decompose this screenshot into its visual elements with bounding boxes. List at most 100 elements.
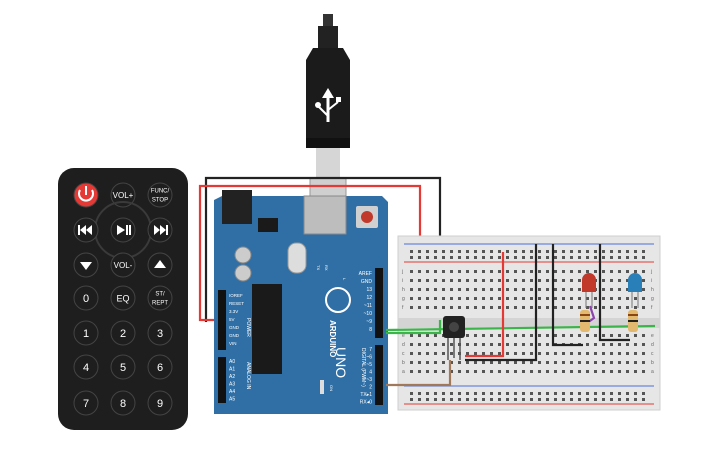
digital-pin-label: 8 [369, 327, 372, 333]
row-label-right: h [651, 287, 654, 293]
vol-down-label: VOL- [114, 261, 133, 270]
row-label-right: i [651, 278, 652, 284]
power-pin-label: 3.3V [229, 309, 238, 314]
row-label-left: e [402, 333, 405, 339]
digital-pin-label: TX▸1 [360, 392, 372, 398]
power-pin-label: GND [229, 333, 240, 338]
usb-cable [306, 14, 350, 215]
analog-pin-label: A2 [229, 374, 235, 380]
func-stop-label-2: STOP [152, 198, 168, 204]
wires [198, 176, 442, 322]
four-button[interactable] [73, 354, 99, 380]
vol-down-button[interactable] [110, 252, 136, 278]
row-label-left: f [402, 305, 404, 311]
row-label-left: j [401, 269, 403, 275]
zero-button[interactable] [73, 285, 99, 311]
six-button[interactable] [147, 354, 173, 380]
resistor-1 [580, 310, 590, 332]
digital-pin-label: ~9 [366, 319, 372, 325]
wires-top [385, 244, 656, 387]
row-label-left: i [402, 278, 403, 284]
six-label: 6 [157, 362, 163, 374]
power-pin-label: RESET [229, 301, 244, 306]
analog-pin-label: A1 [229, 367, 235, 373]
nine-button[interactable] [147, 390, 173, 416]
vol-up-label: VOL+ [113, 191, 134, 200]
blue-led [628, 273, 642, 308]
digital-pin-label: ~3 [366, 377, 372, 383]
three-button[interactable] [147, 320, 173, 346]
five-label: 5 [120, 362, 126, 374]
row-label-right: f [651, 305, 653, 311]
digital-pin-label: RX◂0 [360, 400, 372, 406]
st-rept-button[interactable] [147, 285, 173, 311]
five-button[interactable] [110, 354, 136, 380]
arduino-model-text: UNO [333, 347, 349, 378]
digital-pin-label: ~6 [366, 355, 372, 361]
st-rept-label: ST/ [155, 292, 165, 298]
row-label-left: a [402, 369, 405, 375]
two-label: 2 [120, 328, 126, 340]
eight-label: 8 [120, 398, 126, 410]
eq-label: EQ [116, 293, 129, 303]
digital-pin-label: ~11 [364, 303, 372, 309]
st-rept-label-2: REPT [152, 301, 168, 307]
usb-port [303, 195, 347, 235]
three-label: 3 [157, 328, 163, 340]
eight-button[interactable] [110, 390, 136, 416]
l-led-label: L [342, 278, 347, 281]
nine-label: 9 [157, 398, 163, 410]
digital-pin-label: 7 [369, 347, 372, 353]
row-label-left: b [402, 360, 405, 366]
tx-label: TX [316, 265, 321, 270]
row-label-left: h [402, 287, 405, 293]
digital-pin-label: 2 [369, 385, 372, 391]
digital-pin-label: 13 [366, 287, 372, 293]
power-pin-label: GND [229, 325, 240, 330]
power-header: POWER [245, 318, 251, 337]
digital-pin-label: GND [361, 279, 373, 285]
analog-pin-label: A4 [229, 389, 235, 395]
power-jack [222, 190, 252, 224]
arduino-logo-text: ARDUINO [328, 320, 337, 357]
digital-pin-label: AREF [359, 271, 372, 277]
func-stop-button[interactable] [147, 182, 173, 208]
row-label-left: g [402, 296, 405, 302]
microcontroller-chip [252, 284, 282, 374]
rewind-icon [80, 225, 92, 235]
row-label-left: d [402, 342, 405, 348]
vol-up-button[interactable] [110, 182, 136, 208]
two-button[interactable] [110, 320, 136, 346]
digital-pin-label: 4 [369, 370, 372, 376]
arduino-uno-board [214, 190, 388, 414]
power-pin-label: VIN [229, 341, 237, 346]
func-stop-label: FUNC/ [151, 189, 170, 195]
play-pause-icon [117, 225, 125, 235]
analog-pin-label: A5 [229, 397, 235, 403]
one-label: 1 [83, 328, 89, 340]
ir-receiver [443, 316, 465, 360]
one-button[interactable] [73, 320, 99, 346]
power-icon [78, 189, 94, 202]
row-label-right: g [651, 296, 654, 302]
digital-pin-label: 12 [366, 295, 372, 301]
digital-header: DIGITAL (PWM~) [360, 348, 366, 387]
usb-icon [315, 88, 341, 122]
zero-label: 0 [83, 293, 89, 305]
row-label-right: d [651, 342, 654, 348]
analog-pin-label: A3 [229, 382, 235, 388]
seven-button[interactable] [73, 390, 99, 416]
row-label-right: e [651, 333, 654, 339]
eq-button[interactable] [110, 285, 136, 311]
row-label-right: j [650, 269, 652, 275]
power-pin-label: 5V [229, 317, 235, 322]
analog-header: ANALOG IN [245, 362, 251, 390]
resistor-2 [628, 310, 638, 332]
fast-forward-icon [154, 225, 166, 235]
on-label: ON [329, 385, 334, 391]
digital-pin-label: ~10 [364, 311, 373, 317]
seven-label: 7 [83, 398, 89, 410]
analog-pin-label: A0 [229, 359, 235, 365]
